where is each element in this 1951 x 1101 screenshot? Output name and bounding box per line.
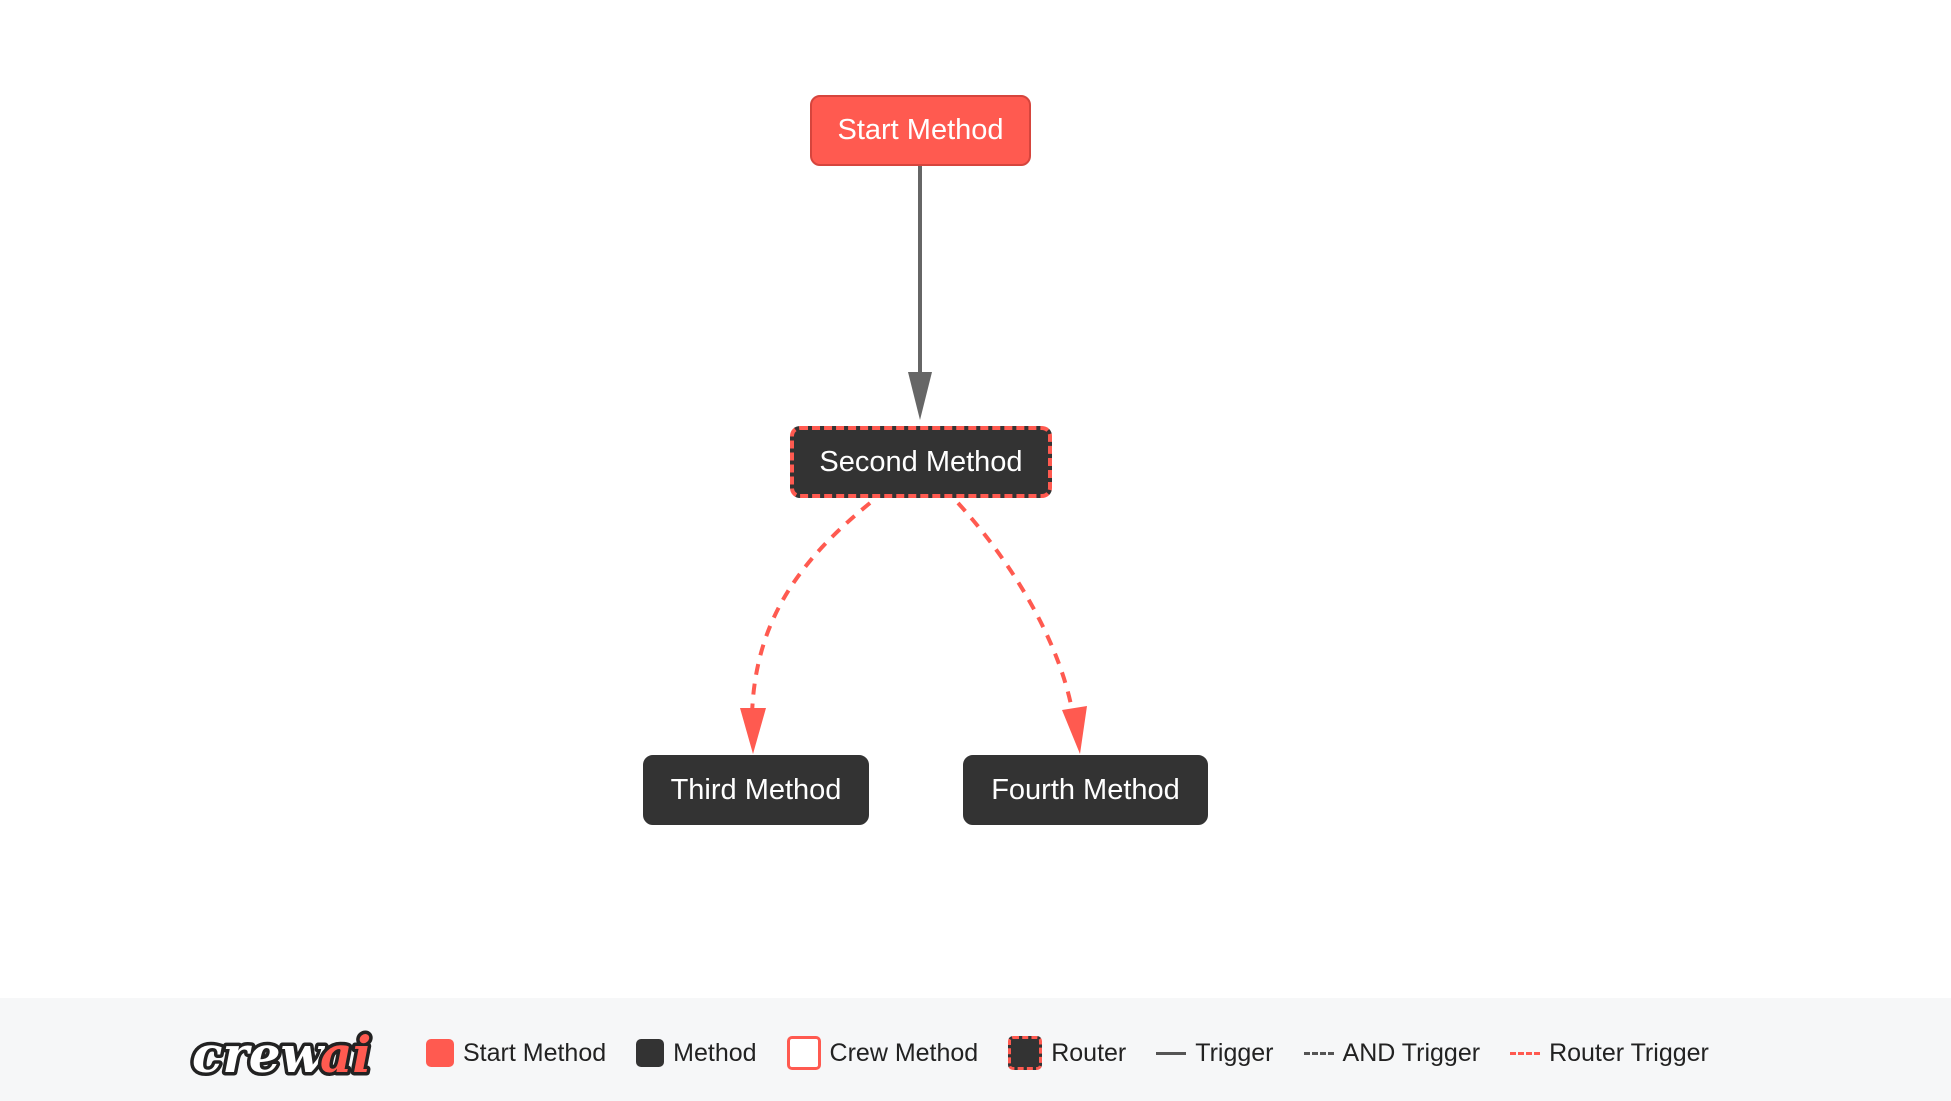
svg-text:ai: ai	[320, 1025, 371, 1084]
legend-items: crew ai Start Method Method Crew Method …	[188, 1020, 1739, 1087]
legend-router-label: Router	[1051, 1038, 1127, 1067]
legend-start-method: Start Method	[426, 1039, 606, 1068]
legend-method: Method	[636, 1038, 757, 1068]
start-method-swatch-icon	[426, 1039, 454, 1067]
arrowhead-fourth	[1062, 706, 1087, 754]
node-second-method-label: Second Method	[819, 445, 1023, 478]
svg-text:crew: crew	[192, 1025, 326, 1084]
legend-crew-method-label: Crew Method	[829, 1038, 979, 1067]
legend-router-trigger: Router Trigger	[1510, 1039, 1709, 1068]
node-third-method[interactable]: Third Method	[643, 755, 869, 825]
node-fourth-method-label: Fourth Method	[991, 773, 1180, 806]
method-swatch-icon	[636, 1039, 665, 1067]
arrowhead-second	[908, 372, 932, 420]
node-fourth-method[interactable]: Fourth Method	[963, 755, 1208, 825]
legend-trigger-label: Trigger	[1195, 1038, 1274, 1067]
flow-edges	[740, 166, 1087, 754]
legend-crew-method: Crew Method	[786, 1036, 979, 1070]
edge-second-to-third	[750, 501, 872, 716]
node-second-method[interactable]: Second Method	[790, 426, 1052, 498]
legend-router-trigger-label: Router Trigger	[1549, 1038, 1709, 1067]
legend-router: Router	[1008, 1036, 1126, 1070]
router-trigger-line-icon	[1510, 1051, 1541, 1055]
node-third-method-label: Third Method	[670, 773, 842, 806]
arrowhead-third	[740, 708, 766, 754]
legend-method-label: Method	[673, 1038, 757, 1067]
crewai-logo: crew ai	[189, 1022, 375, 1087]
legend-and-trigger-label: AND Trigger	[1342, 1038, 1481, 1067]
and-trigger-line-icon	[1303, 1051, 1334, 1055]
trigger-line-icon	[1156, 1051, 1187, 1055]
node-start-method[interactable]: Start Method	[810, 95, 1031, 166]
router-swatch-icon	[1008, 1036, 1043, 1070]
legend-trigger: Trigger	[1156, 1038, 1274, 1068]
node-start-method-label: Start Method	[837, 114, 1004, 146]
crew-method-swatch-icon	[786, 1036, 821, 1070]
legend-bar: crew ai Start Method Method Crew Method …	[0, 998, 1951, 1101]
legend-start-method-label: Start Method	[463, 1038, 607, 1067]
legend-and-trigger: AND Trigger	[1303, 1038, 1481, 1068]
edge-second-to-fourth	[956, 501, 1075, 716]
